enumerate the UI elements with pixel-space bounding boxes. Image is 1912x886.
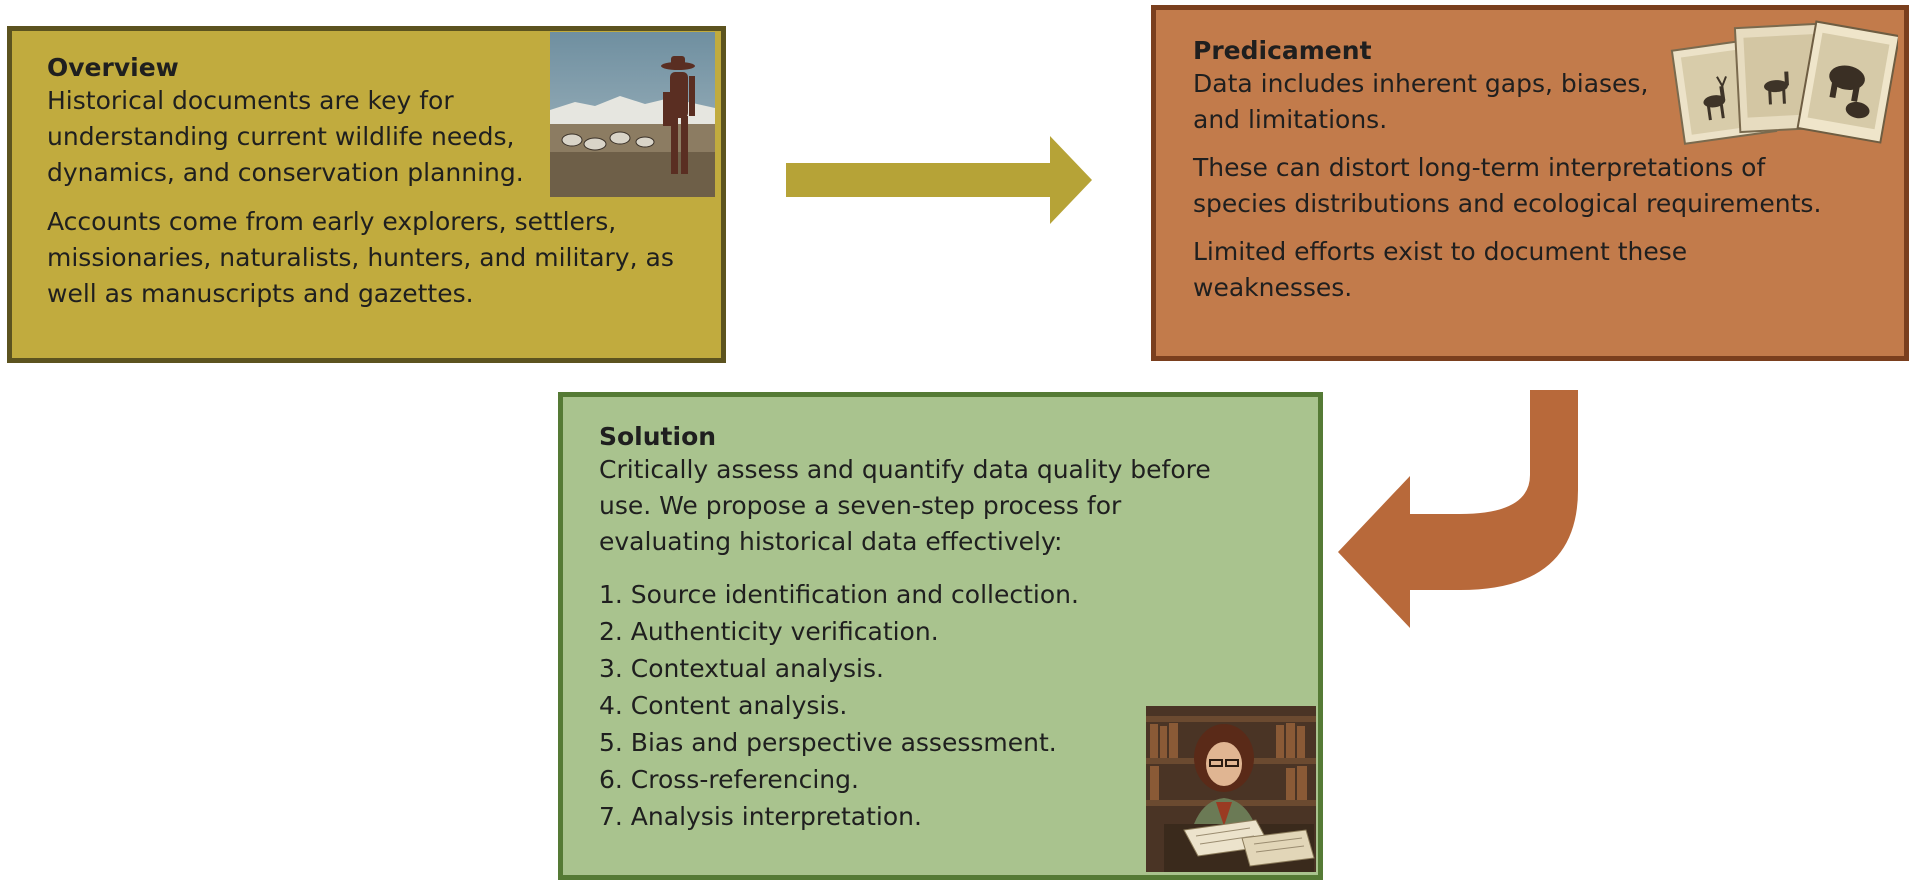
- curved-return-arrow: [1338, 390, 1578, 628]
- predicament-paragraph-3: Limited efforts exist to document these …: [1193, 237, 1688, 302]
- solution-step: 2. Authenticity verification.: [599, 617, 939, 646]
- solution-step: 5. Bias and perspective assessment.: [599, 728, 1057, 757]
- solution-step: 4. Content analysis.: [599, 691, 848, 720]
- predicament-title: Predicament: [1193, 36, 1372, 65]
- solution-step: 6. Cross-referencing.: [599, 765, 859, 794]
- overview-title: Overview: [47, 53, 179, 82]
- solution-step: 3. Contextual analysis.: [599, 654, 884, 683]
- overview-paragraph-1: Historical documents are key for underst…: [47, 86, 524, 187]
- predicament-paragraph-2: These can distort long-term interpretati…: [1193, 153, 1822, 218]
- right-arrow: [786, 136, 1092, 224]
- overview-paragraph-2: Accounts come from early explorers, sett…: [47, 207, 674, 308]
- wildlife-prints-illustration: [1668, 16, 1898, 154]
- solution-step: 7. Analysis interpretation.: [599, 802, 922, 831]
- researcher-illustration: [1146, 706, 1316, 872]
- solution-steps-list: 1. Source identification and collection.…: [599, 576, 1318, 835]
- solution-step: 1. Source identification and collection.: [599, 580, 1079, 609]
- solution-intro: Critically assess and quantify data qual…: [599, 455, 1211, 556]
- solution-title: Solution: [599, 422, 717, 451]
- explorer-illustration: [550, 32, 715, 197]
- predicament-paragraph-1: Data includes inherent gaps, biases, and…: [1193, 69, 1649, 134]
